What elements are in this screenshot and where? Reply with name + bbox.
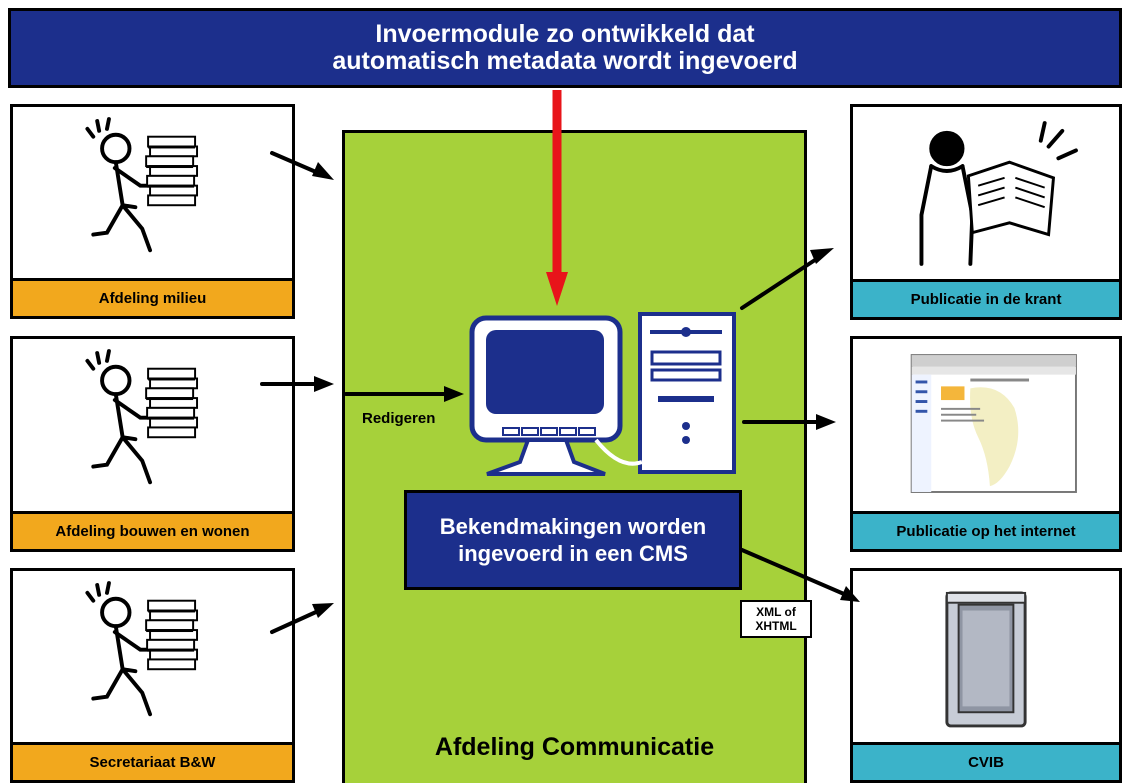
department-label: Secretariaat B&W	[13, 742, 292, 780]
running-clerk-with-papers-icon	[13, 339, 292, 511]
output-label: Publicatie in de krant	[853, 279, 1119, 317]
website-screenshot-icon	[853, 339, 1119, 511]
cms-line-2: ingevoerd in een CMS	[458, 541, 688, 566]
communication-department-title: Afdeling Communicatie	[434, 733, 715, 761]
banner-line-1: Invoermodule zo ontwikkeld dat	[375, 20, 755, 48]
output-label: CVIB	[853, 742, 1119, 780]
newspaper-reader-icon	[853, 107, 1119, 279]
department-label: Afdeling milieu	[13, 278, 292, 316]
communication-department-area	[342, 130, 807, 783]
output-card-cvib: CVIB	[850, 568, 1122, 783]
running-clerk-with-papers-icon	[13, 571, 292, 742]
cms-input-box: Bekendmakingen worden ingevoerd in een C…	[404, 490, 742, 590]
format-tag: XML of XHTML	[740, 600, 812, 638]
banner-line-2: automatisch metadata wordt ingevoerd	[332, 47, 798, 75]
cms-line-1: Bekendmakingen worden	[439, 514, 707, 539]
server-icon	[853, 571, 1119, 742]
output-label: Publicatie op het internet	[853, 511, 1119, 549]
output-card-krant: Publicatie in de krant	[850, 104, 1122, 320]
department-label: Afdeling bouwen en wonen	[13, 511, 292, 549]
edit-label: Redigeren	[362, 410, 436, 427]
department-card-milieu: Afdeling milieu	[10, 104, 295, 319]
department-card-bouwen-wonen: Afdeling bouwen en wonen	[10, 336, 295, 552]
metadata-banner: Invoermodule zo ontwikkeld dat automatis…	[8, 8, 1122, 88]
output-card-internet: Publicatie op het internet	[850, 336, 1122, 552]
format-line-2: XHTML	[755, 619, 797, 633]
department-card-secretariaat: Secretariaat B&W	[10, 568, 295, 783]
running-clerk-with-papers-icon	[13, 107, 292, 278]
format-line-1: XML of	[756, 605, 796, 619]
